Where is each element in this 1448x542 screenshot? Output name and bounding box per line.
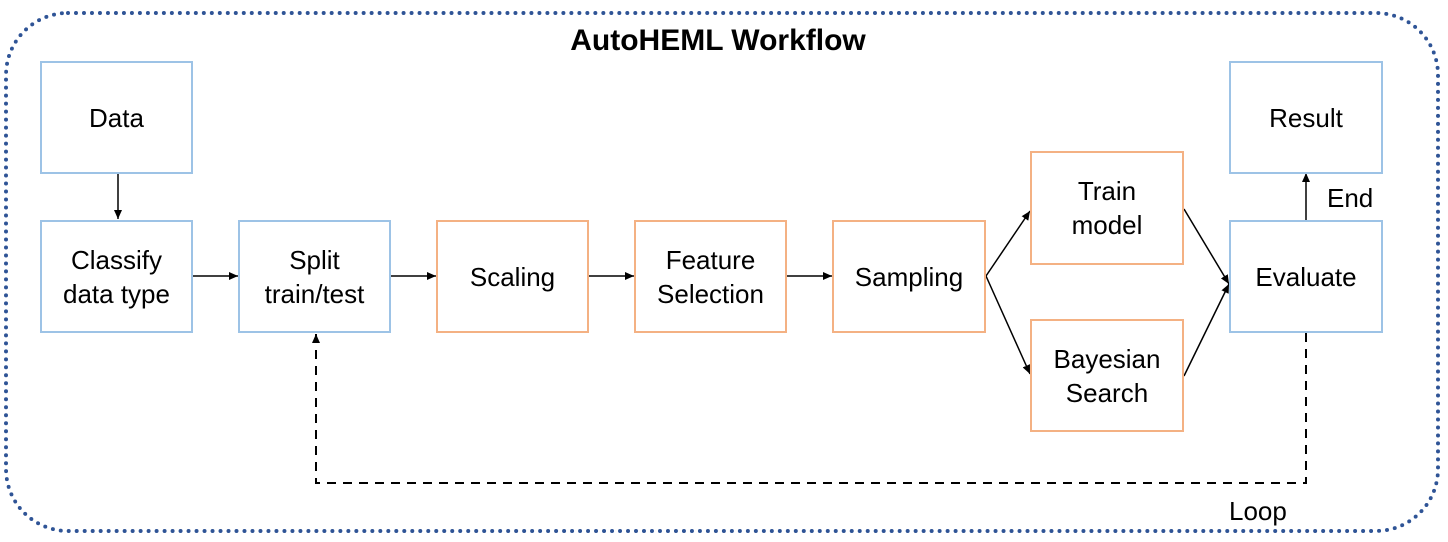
node-train-model: Train model bbox=[1030, 151, 1184, 265]
end-label: End bbox=[1327, 183, 1374, 213]
loop-label: Loop bbox=[1229, 496, 1287, 526]
arrow-sampling-to-train bbox=[985, 210, 1031, 277]
workflow-frame bbox=[4, 11, 1440, 533]
arrow-train-to-evaluate bbox=[1183, 208, 1230, 285]
arrow-bayesian-to-evaluate bbox=[1183, 283, 1230, 377]
node-bayesian-search: Bayesian Search bbox=[1030, 319, 1184, 432]
node-evaluate: Evaluate bbox=[1229, 220, 1383, 333]
node-sampling: Sampling bbox=[832, 220, 986, 333]
diagram-title: AutoHEML Workflow bbox=[570, 24, 866, 57]
node-split-train-test: Split train/test bbox=[238, 220, 391, 333]
node-feature-selection: Feature Selection bbox=[634, 220, 787, 333]
node-scaling: Scaling bbox=[436, 220, 589, 333]
loop-arrow bbox=[312, 333, 1307, 484]
arrow-sampling-to-bayesian bbox=[985, 275, 1031, 375]
node-classify-data-type: Classify data type bbox=[40, 220, 193, 333]
node-result: Result bbox=[1229, 61, 1383, 174]
node-data: Data bbox=[40, 61, 193, 174]
